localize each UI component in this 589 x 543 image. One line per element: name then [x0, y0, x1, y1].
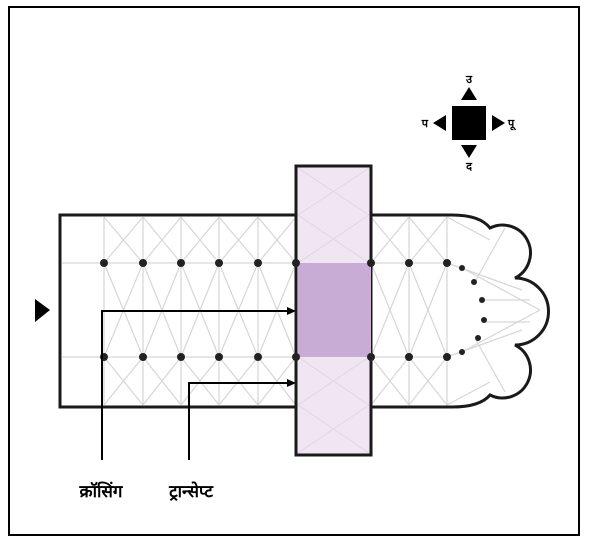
crossing-pointer-arrowhead — [287, 307, 296, 315]
compass-east-label: पू — [507, 117, 516, 131]
transept-pointer-line — [188, 382, 294, 460]
compass-rose: उ द पू प — [421, 73, 516, 173]
compass-center — [452, 106, 486, 140]
compass-west-label: प — [421, 117, 429, 130]
entrance-arrow-icon — [35, 299, 50, 322]
pillars — [100, 259, 487, 361]
north-arrow-icon — [461, 87, 477, 100]
crossing-label: क्रॉसिंग — [79, 481, 124, 502]
transept-vaults — [297, 167, 370, 454]
crossing-pointer-line — [101, 310, 294, 460]
east-arrow-icon — [492, 115, 505, 131]
transept-pointer-arrowhead — [287, 379, 296, 387]
south-arrow-icon — [461, 145, 477, 158]
compass-north-label: उ — [465, 73, 473, 86]
crossing — [298, 263, 371, 357]
west-arrow-icon — [433, 115, 446, 131]
choir-outline — [369, 213, 550, 409]
compass-south-label: द — [465, 160, 473, 173]
transept-label: ट्रान्सेप्ट — [168, 481, 214, 502]
